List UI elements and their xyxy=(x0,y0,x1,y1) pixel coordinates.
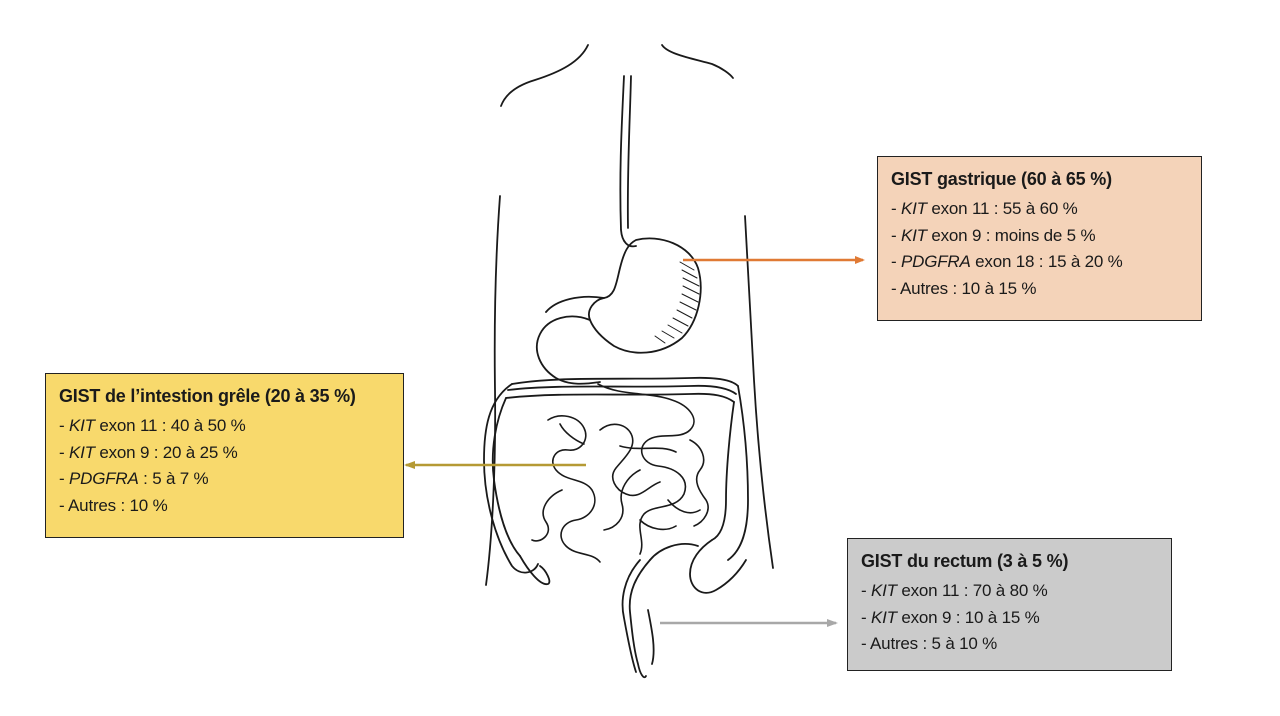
row-text: Autres : 5 à 10 % xyxy=(870,634,998,653)
row-text: exon 9 : moins de 5 % xyxy=(926,225,1096,245)
stomach xyxy=(588,237,702,354)
row-dash: - xyxy=(59,469,69,488)
gene-name: KIT xyxy=(900,225,927,245)
small-intestine-gist-title: GIST de l’intestion grêle (20 à 35 %) xyxy=(59,386,356,406)
gastric-gist-box: GIST gastrique (60 à 65 %) - KIT exon 11… xyxy=(877,156,1202,321)
ascending-colon xyxy=(483,383,539,574)
stomach-rugae xyxy=(654,261,700,344)
mutation-row: - KIT exon 11 : 70 à 80 % xyxy=(861,578,1157,605)
body-outline-right xyxy=(661,44,734,79)
row-dash: - xyxy=(891,278,901,298)
mutation-row: - PDGFRA : 5 à 7 % xyxy=(59,466,389,493)
row-text: exon 18 : 15 à 20 % xyxy=(970,252,1123,271)
mutation-row: - Autres : 10 à 15 % xyxy=(891,276,1187,303)
row-dash: - xyxy=(59,495,69,515)
mutation-row: - PDGFRA exon 18 : 15 à 20 % xyxy=(891,249,1187,276)
gene-name: KIT xyxy=(900,199,927,218)
torso-left-side xyxy=(485,195,501,586)
gene-name: PDGFRA xyxy=(68,469,139,488)
row-dash: - xyxy=(59,442,69,462)
small-intestine-coils xyxy=(531,383,709,563)
rectum-gist-rows: - KIT exon 11 : 70 à 80 %- KIT exon 9 : … xyxy=(861,578,1157,658)
row-text: : 5 à 7 % xyxy=(138,469,209,488)
descending-colon xyxy=(711,385,749,561)
gene-name: KIT xyxy=(68,442,95,462)
row-dash: - xyxy=(891,225,901,245)
gene-name: KIT xyxy=(870,607,897,627)
row-dash: - xyxy=(861,634,871,653)
rectum-gist-title: GIST du rectum (3 à 5 %) xyxy=(861,551,1069,571)
row-text: exon 11 : 55 à 60 % xyxy=(926,199,1078,218)
duodenum xyxy=(535,295,605,385)
row-dash: - xyxy=(891,199,901,218)
mutation-row: - Autres : 10 % xyxy=(59,493,389,520)
gastric-gist-rows: - KIT exon 11 : 55 à 60 %- KIT exon 9 : … xyxy=(891,196,1187,302)
row-dash: - xyxy=(861,581,871,600)
rectum xyxy=(621,559,655,679)
mutation-row: - KIT exon 9 : 20 à 25 % xyxy=(59,440,389,467)
row-text: exon 11 : 40 à 50 % xyxy=(94,416,246,435)
transverse-colon xyxy=(505,376,739,403)
gene-name: KIT xyxy=(68,416,95,435)
row-dash: - xyxy=(861,607,871,627)
row-text: exon 9 : 10 à 15 % xyxy=(896,607,1040,627)
esophagus xyxy=(619,75,637,248)
gene-name: PDGFRA xyxy=(900,252,971,271)
mutation-row: - KIT exon 9 : 10 à 15 % xyxy=(861,605,1157,632)
rectum-gist-box: GIST du rectum (3 à 5 %) - KIT exon 11 :… xyxy=(847,538,1172,671)
row-dash: - xyxy=(891,252,901,271)
mutation-row: - KIT exon 11 : 40 à 50 % xyxy=(59,413,389,440)
sigmoid-colon xyxy=(649,539,747,594)
mutation-row: - Autres : 5 à 10 % xyxy=(861,631,1157,658)
row-dash: - xyxy=(59,416,69,435)
body-outline-left xyxy=(500,44,589,107)
torso-right-side xyxy=(744,215,774,569)
gastric-gist-title: GIST gastrique (60 à 65 %) xyxy=(891,169,1112,189)
small-intestine-gist-rows: - KIT exon 11 : 40 à 50 %- KIT exon 9 : … xyxy=(59,413,389,519)
row-text: exon 9 : 20 à 25 % xyxy=(94,442,238,462)
mutation-row: - KIT exon 9 : moins de 5 % xyxy=(891,223,1187,250)
small-intestine-gist-box: GIST de l’intestion grêle (20 à 35 %) - … xyxy=(45,373,404,538)
row-text: Autres : 10 à 15 % xyxy=(900,278,1037,298)
row-text: exon 11 : 70 à 80 % xyxy=(896,581,1048,600)
row-text: Autres : 10 % xyxy=(68,495,168,515)
appendix xyxy=(519,555,551,585)
gene-name: KIT xyxy=(870,581,897,600)
mutation-row: - KIT exon 11 : 55 à 60 % xyxy=(891,196,1187,223)
